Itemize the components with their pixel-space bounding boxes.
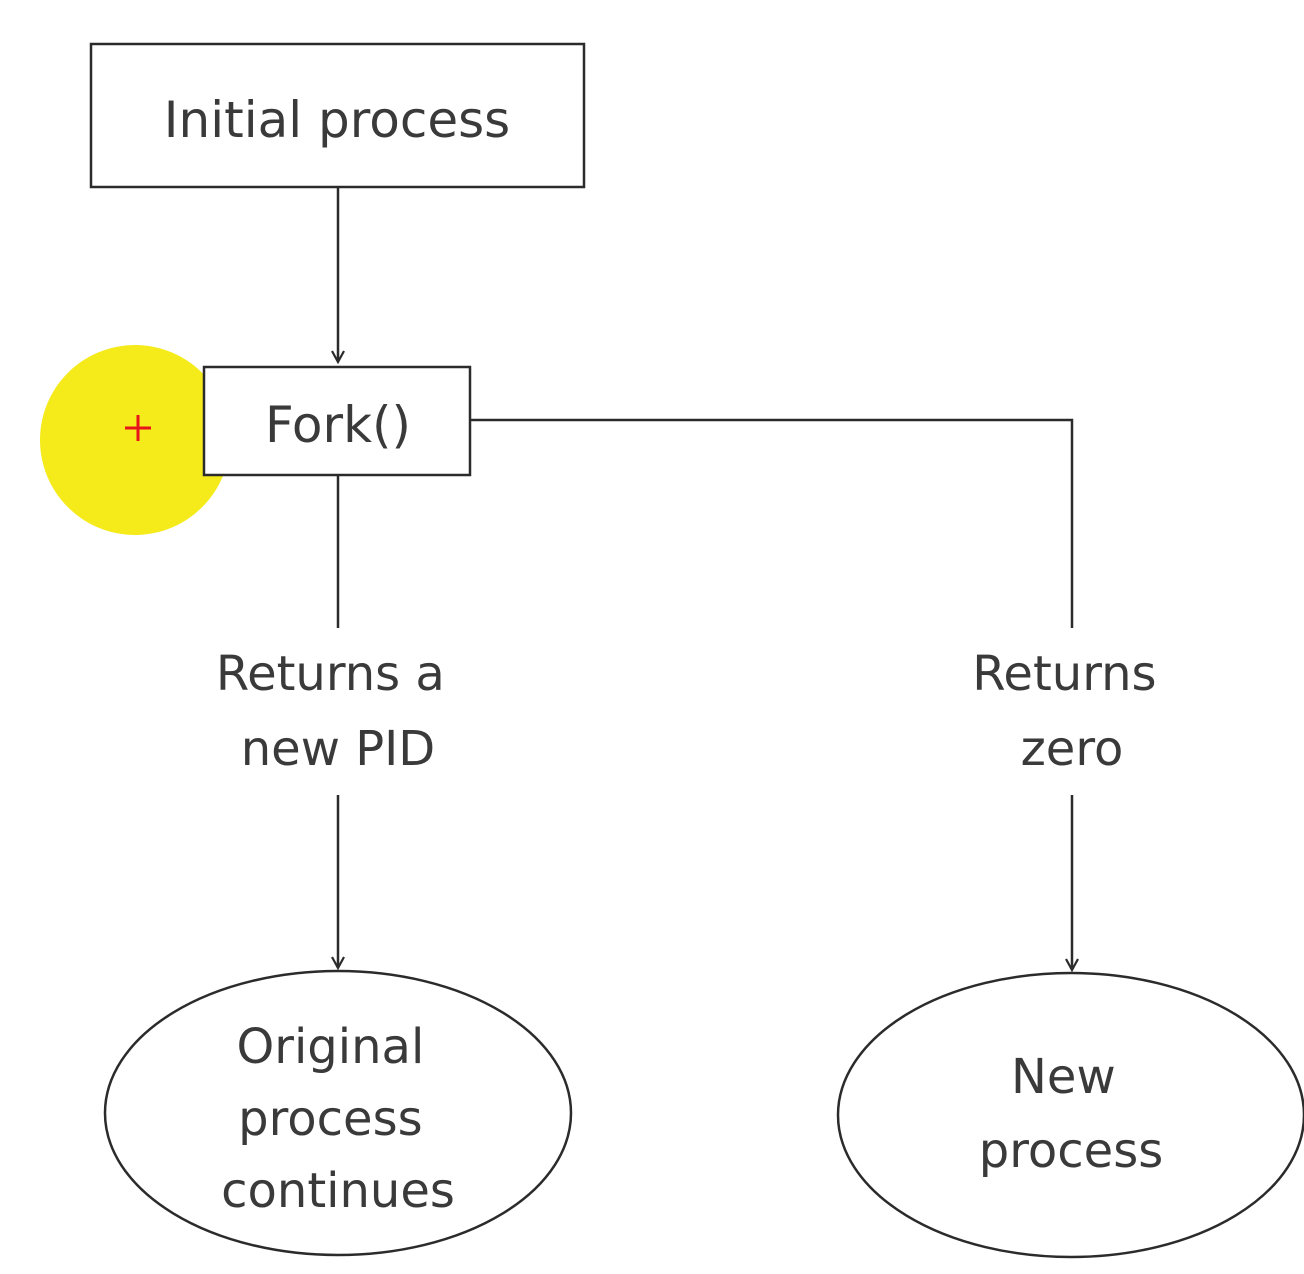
new-process-line-2: process [979,1123,1163,1179]
original-process-line-3: continues [221,1163,455,1219]
original-process-node: Original process continues [103,969,573,1257]
fork-node: Fork() [202,365,472,477]
right-branch-label: Returns zero [972,646,1172,777]
right-branch-label-line-1: Returns [972,646,1156,702]
right-branch-label-line-2: zero [1021,721,1124,777]
initial-process-node: Initial process [89,42,586,189]
original-process-line-2: process [238,1091,422,1147]
initial-process-label: Initial process [164,91,510,149]
new-process-node: New process [836,971,1304,1259]
fork-label: Fork() [265,396,411,454]
original-process-label: Original process continues [221,1019,455,1219]
new-process-line-1: New [1011,1049,1116,1105]
edge-fork-to-right-label [470,418,1074,628]
left-branch-label-line-2: new PID [241,721,436,777]
original-process-line-1: Original [236,1019,424,1075]
left-branch-label: Returns a new PID [216,646,460,777]
cursor-crosshair-icon [125,415,151,441]
cursor-highlight [40,345,230,535]
new-process-label: New process [979,1049,1163,1179]
left-branch-label-line-1: Returns a [216,646,445,702]
